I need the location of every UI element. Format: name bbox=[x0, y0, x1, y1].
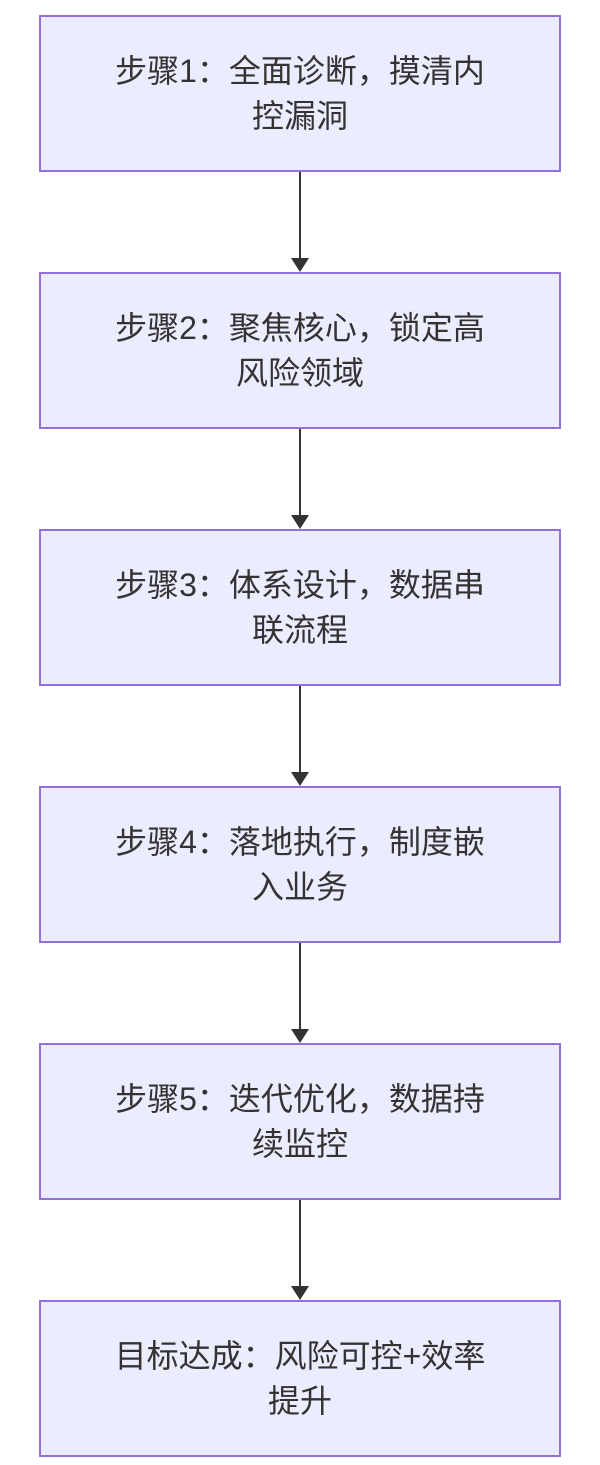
flow-node-step-4: 步骤4：落地执行，制度嵌 入业务 bbox=[39, 786, 561, 943]
flow-node-step-3: 步骤3：体系设计，数据串 联流程 bbox=[39, 529, 561, 686]
node-label-line: 步骤4：落地执行，制度嵌 bbox=[115, 823, 485, 860]
node-label-line: 提升 bbox=[267, 1382, 332, 1419]
node-label: 步骤5：迭代优化，数据持 续监控 bbox=[115, 1077, 485, 1167]
arrow-line bbox=[299, 1200, 301, 1287]
node-label: 步骤2：聚焦核心，锁定高 风险领域 bbox=[115, 306, 485, 396]
node-label-line: 步骤5：迭代优化，数据持 bbox=[115, 1080, 485, 1117]
arrow-line bbox=[299, 429, 301, 516]
arrow-head-icon bbox=[291, 1029, 309, 1043]
arrow-connector bbox=[291, 172, 309, 272]
arrow-line bbox=[299, 686, 301, 773]
arrow-line bbox=[299, 943, 301, 1030]
node-label: 目标达成：风险可控+效率 提升 bbox=[115, 1334, 486, 1424]
flow-node-step-1: 步骤1：全面诊断，摸清内 控漏洞 bbox=[39, 15, 561, 172]
arrow-connector bbox=[291, 943, 309, 1043]
arrow-head-icon bbox=[291, 1286, 309, 1300]
arrow-line bbox=[299, 172, 301, 259]
node-label-line: 控漏洞 bbox=[251, 97, 348, 134]
arrow-connector bbox=[291, 686, 309, 786]
arrow-head-icon bbox=[291, 258, 309, 272]
node-label-line: 风险领域 bbox=[235, 354, 364, 391]
arrow-head-icon bbox=[291, 772, 309, 786]
node-label-line: 目标达成：风险可控+效率 bbox=[114, 1337, 486, 1374]
arrow-connector bbox=[291, 429, 309, 529]
node-label: 步骤1：全面诊断，摸清内 控漏洞 bbox=[115, 49, 485, 139]
node-label: 步骤3：体系设计，数据串 联流程 bbox=[115, 563, 485, 653]
arrow-head-icon bbox=[291, 515, 309, 529]
flow-node-goal: 目标达成：风险可控+效率 提升 bbox=[39, 1300, 561, 1457]
arrow-connector bbox=[291, 1200, 309, 1300]
node-label-line: 步骤3：体系设计，数据串 bbox=[115, 566, 485, 603]
node-label-line: 联流程 bbox=[251, 611, 348, 648]
node-label-line: 步骤1：全面诊断，摸清内 bbox=[115, 52, 485, 89]
node-label-line: 入业务 bbox=[251, 868, 348, 905]
flow-node-step-2: 步骤2：聚焦核心，锁定高 风险领域 bbox=[39, 272, 561, 429]
node-label: 步骤4：落地执行，制度嵌 入业务 bbox=[115, 820, 485, 910]
node-label-line: 步骤2：聚焦核心，锁定高 bbox=[115, 309, 485, 346]
node-label-line: 续监控 bbox=[251, 1125, 348, 1162]
flow-node-step-5: 步骤5：迭代优化，数据持 续监控 bbox=[39, 1043, 561, 1200]
